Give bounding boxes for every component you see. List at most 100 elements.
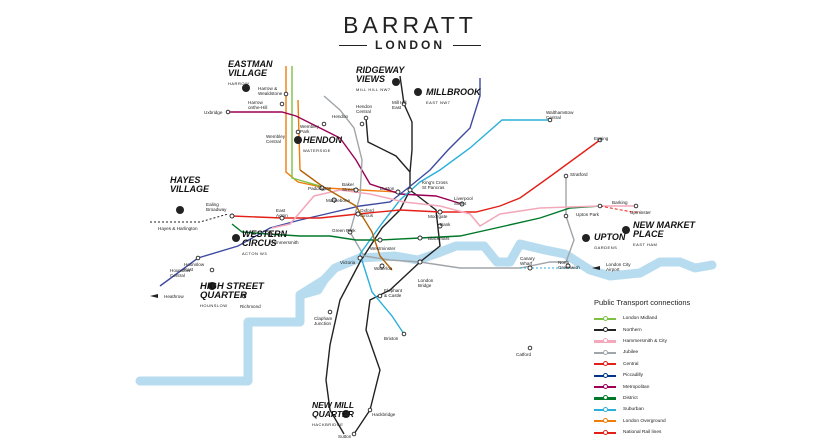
legend-label: London Overground — [623, 418, 666, 424]
station-label: Euston — [380, 186, 395, 191]
dev-hayes-village: HAYES VILLAGE — [170, 175, 210, 194]
legend-swatch — [594, 372, 616, 378]
station-label: Catford — [516, 352, 532, 357]
bakerloo-line — [299, 169, 393, 271]
station-label: London Bridge — [418, 278, 434, 288]
legend-swatch — [594, 326, 616, 333]
station-label: Westminster — [370, 246, 396, 251]
legend-swatch — [594, 360, 616, 367]
legend-swatch — [594, 315, 616, 321]
legend-label: Metropolitan — [623, 384, 650, 390]
legend-swatch — [594, 429, 616, 435]
national-rail-line — [599, 205, 640, 213]
station-label: Mill Hill East — [392, 100, 407, 110]
legend-swatch — [594, 338, 616, 344]
station-label: Victoria — [340, 260, 356, 265]
london-midland-line — [291, 66, 321, 187]
station-label: Hendon Central — [356, 104, 373, 114]
legend-label: Northern — [623, 327, 642, 333]
station-label: Hammersmith — [270, 240, 299, 245]
legend-swatch — [594, 406, 616, 412]
legend-item: Central — [594, 359, 794, 370]
station-label: North Greenwich — [558, 260, 580, 270]
station-label: Clapham Junction — [314, 316, 333, 326]
station-label: Green Park — [332, 228, 356, 233]
legend-item: Jubilee — [594, 347, 794, 358]
station-label: Hackbridge — [372, 412, 396, 417]
station-label: Elephant & Castle — [384, 288, 403, 298]
legend-swatch — [594, 395, 616, 401]
legend-label: Piccadilly — [623, 373, 643, 379]
station-label: Hendon — [332, 114, 349, 119]
legend-item: London Midland — [594, 313, 794, 324]
development-markers — [176, 78, 630, 418]
legend-item: Piccadilly — [594, 370, 794, 381]
legend-item: Hammersmith & City — [594, 336, 794, 347]
station-label: Marylebone — [326, 198, 351, 203]
legend-title: Public Transport connections — [594, 298, 691, 307]
airplane-icon — [150, 266, 600, 298]
legend-label: London Midland — [623, 316, 658, 322]
station-label: Stratford — [570, 172, 588, 177]
station-label: Hounslow East — [184, 262, 205, 272]
legend-label: District — [623, 395, 638, 401]
legend-swatch — [594, 417, 616, 424]
station-label: London City Airport — [606, 262, 631, 272]
station-label: Baker Street — [342, 182, 355, 192]
station-label: Richmond — [240, 304, 261, 309]
legend-item: Metropolitan — [594, 381, 794, 392]
legend-item: Northern — [594, 324, 794, 335]
hayes-line — [150, 213, 229, 223]
central-line — [231, 139, 601, 219]
brand-sub: LONDON — [0, 38, 820, 52]
piccadilly-line — [159, 78, 481, 287]
legend-label: Suburban — [623, 407, 644, 413]
station-label: Upminster — [630, 210, 651, 215]
station-label: East Acton — [276, 208, 288, 218]
station-label: Liverpool Street — [454, 196, 473, 206]
metropolitan-line — [228, 111, 463, 205]
station-label: Sutton — [338, 434, 352, 439]
station-label: Moorgate — [428, 214, 448, 219]
station-label: King's Cross St Pancras — [422, 180, 448, 190]
station-label: Walthamstow Central — [546, 110, 574, 120]
legend-item: National Rail lines — [594, 427, 794, 438]
legend-item: Suburban — [594, 404, 794, 415]
station-label: Canary Wharf — [520, 256, 535, 266]
brand-sub-text: LONDON — [375, 38, 445, 52]
station-label: Barking — [612, 200, 628, 205]
station-label: Oxford Circus — [360, 208, 374, 218]
station-label: Upton Park — [576, 212, 599, 217]
station-label: Uxbridge — [204, 110, 223, 115]
legend-item: District — [594, 393, 794, 404]
station-label: Heathrow — [164, 294, 184, 299]
station-label: Wembley Central — [266, 134, 286, 144]
station-label: Bank — [440, 222, 451, 227]
station-label: Waterloo — [374, 266, 393, 271]
station-markers — [195, 91, 639, 437]
station-label: Brixton — [384, 336, 399, 341]
station-label: Epping — [594, 136, 609, 141]
station-label: Harrow onthe-Hill — [248, 100, 268, 110]
legend-label: National Rail lines — [623, 430, 662, 436]
station-label: Paddington — [308, 186, 332, 191]
station-label: Blackfriars — [428, 236, 450, 241]
legend-label: Hammersmith & City — [623, 338, 667, 344]
station-label: Hounslow Central — [170, 268, 191, 278]
station-label: Harrow & Wealdstone — [258, 86, 283, 96]
jubilee-line — [323, 95, 575, 269]
hammersmith-city-line — [271, 189, 636, 229]
station-label: Wembley Park — [300, 124, 320, 134]
legend-swatch — [594, 349, 616, 356]
brand-name: BARRATT — [343, 12, 477, 38]
station-label: Hayes & Harlington — [158, 226, 198, 231]
